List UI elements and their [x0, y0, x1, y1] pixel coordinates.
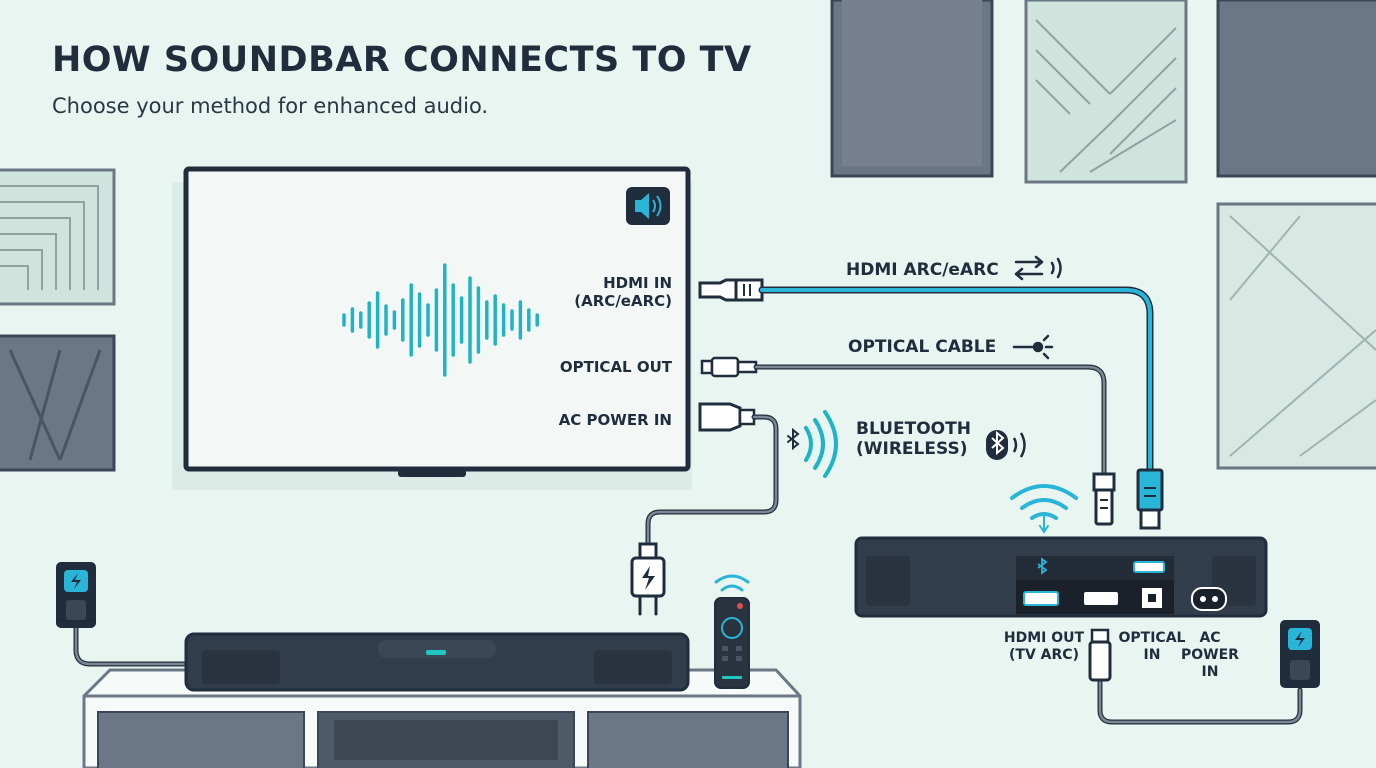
- soundbar-hdmi-out-label: HDMI OUT (TV ARC): [1003, 630, 1085, 663]
- tv-ac-power-in-label: AC POWER IN: [558, 411, 672, 429]
- bluetooth-label: BLUETOOTH (WIRELESS): [856, 419, 971, 460]
- soundbar-optical-in-label: OPTICAL IN: [1118, 630, 1186, 663]
- tv-console: [82, 668, 802, 768]
- ac-power-port: [1191, 587, 1227, 611]
- wall-outlet-left: [56, 562, 96, 628]
- power-plug-bottom-icon: [1088, 628, 1112, 682]
- wall-panel-right: [1216, 202, 1376, 470]
- page-title: HOW SOUNDBAR CONNECTS TO TV: [52, 40, 752, 80]
- arc-swap-arrows-icon: [1014, 255, 1062, 281]
- hdmi-connector-icon: [698, 278, 764, 302]
- optical-connector-icon: [700, 356, 758, 378]
- optical-cable-label: OPTICAL CABLE: [848, 337, 997, 357]
- tv-stand: [398, 469, 466, 477]
- tv: [172, 166, 764, 490]
- wall-outlet-right: [1280, 620, 1320, 688]
- speaker-grille-left: [866, 556, 910, 606]
- wall-panel-top-3: [1216, 0, 1376, 178]
- page-subtitle: Choose your method for enhanced audio.: [52, 94, 489, 118]
- power-connector-icon: [698, 402, 756, 432]
- remote-control-icon: [714, 574, 750, 689]
- cables: [73, 286, 1303, 725]
- hdmi-plug-icon: [1136, 468, 1164, 530]
- bluetooth-badge-icon: [986, 430, 1026, 460]
- wifi-signal-icon: [1010, 484, 1078, 534]
- right-soundbar-power-cable: [1097, 677, 1303, 725]
- soundbar-front: [184, 632, 690, 692]
- soundbar-back-panel: [854, 468, 1268, 682]
- left-soundbar-power-cable: [73, 625, 191, 667]
- hdmi-arc-label: HDMI ARC/eARC: [846, 260, 999, 280]
- hdmi-port-top: [1133, 561, 1165, 573]
- bluetooth-waves-icon: [787, 410, 838, 478]
- sound-waveform: [342, 263, 539, 377]
- soundbar-grille-left: [202, 650, 280, 684]
- speaker-volume-icon: [626, 187, 670, 225]
- power-plug-icon: [630, 542, 666, 616]
- hdmi-in-port: [1084, 592, 1118, 605]
- bluetooth-icon: [1037, 557, 1048, 575]
- soundbar-grille-right: [594, 650, 672, 684]
- soundbar-ac-power-in-label: AC POWER IN: [1181, 630, 1239, 680]
- tv-hdmi-in-label: HDMI IN (ARC/eARC): [574, 274, 672, 310]
- tv-optical-out-label: OPTICAL OUT: [559, 358, 672, 376]
- status-light: [426, 650, 446, 655]
- optical-plug-icon: [1092, 472, 1116, 526]
- optical-light-icon: [1012, 334, 1054, 360]
- wall-panels: [0, 0, 1376, 472]
- hdmi-out-port: [1023, 591, 1059, 606]
